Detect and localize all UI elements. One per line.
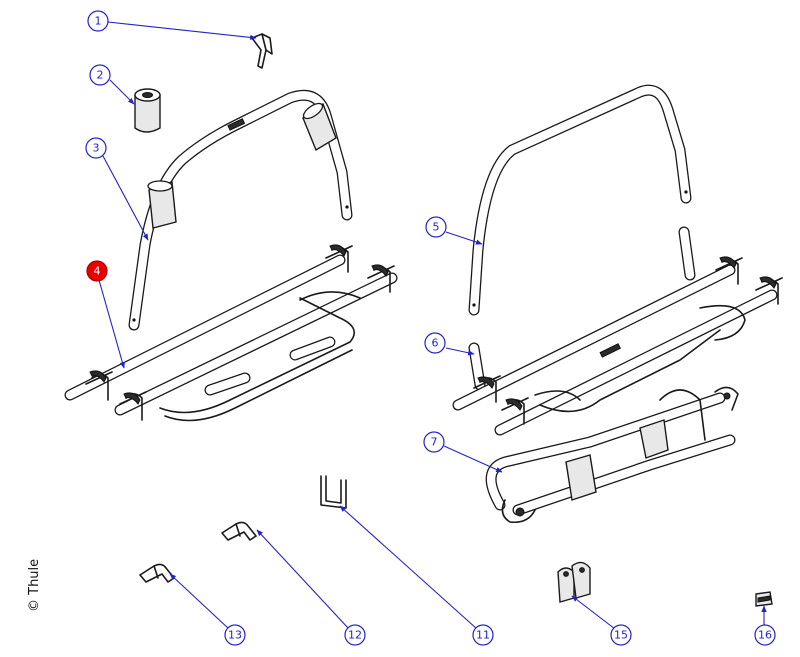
part-4-rail-assembly [64, 244, 398, 422]
svg-text:7: 7 [431, 436, 438, 449]
part-1-clip [251, 33, 273, 69]
copyright-label: © Thule [27, 558, 42, 612]
callouts: 1 2 3 4 5 6 7 11 12 13 15 16 [85, 10, 776, 646]
part-13-bracket [139, 563, 175, 583]
callout-12[interactable]: 12 [344, 624, 366, 646]
svg-text:2: 2 [97, 69, 104, 82]
callout-15[interactable]: 15 [610, 624, 632, 646]
svg-text:12: 12 [348, 629, 362, 642]
part-16-end-cap [755, 591, 773, 607]
callout-6[interactable]: 6 [424, 332, 446, 354]
callout-13[interactable]: 13 [224, 624, 246, 646]
svg-text:11: 11 [476, 629, 490, 642]
part-3-upright-bow [128, 89, 353, 331]
part-11-u-bracket [320, 475, 347, 509]
svg-text:6: 6 [432, 337, 439, 350]
svg-text:5: 5 [433, 221, 440, 234]
callout-1[interactable]: 1 [87, 10, 109, 32]
callout-11[interactable]: 11 [472, 624, 494, 646]
callout-2[interactable]: 2 [89, 64, 111, 86]
part-15-strap-clamp [557, 561, 591, 603]
svg-text:4: 4 [94, 265, 101, 278]
callout-7[interactable]: 7 [423, 431, 445, 453]
leader-lines [98, 21, 767, 630]
callout-5[interactable]: 5 [425, 216, 447, 238]
callout-4[interactable]: 4 [86, 260, 108, 282]
svg-text:13: 13 [228, 629, 242, 642]
callout-16[interactable]: 16 [754, 624, 776, 646]
part-7-base-frame [485, 386, 739, 524]
part-5-large-bow [468, 84, 692, 316]
part-12-bracket [221, 521, 257, 541]
svg-text:1: 1 [95, 15, 102, 28]
part-2-sleeve [134, 88, 161, 133]
svg-text:3: 3 [93, 142, 100, 155]
part-6-carrier-assembly [452, 226, 783, 436]
svg-text:15: 15 [614, 629, 628, 642]
callout-3[interactable]: 3 [85, 137, 107, 159]
svg-text:16: 16 [758, 629, 772, 642]
